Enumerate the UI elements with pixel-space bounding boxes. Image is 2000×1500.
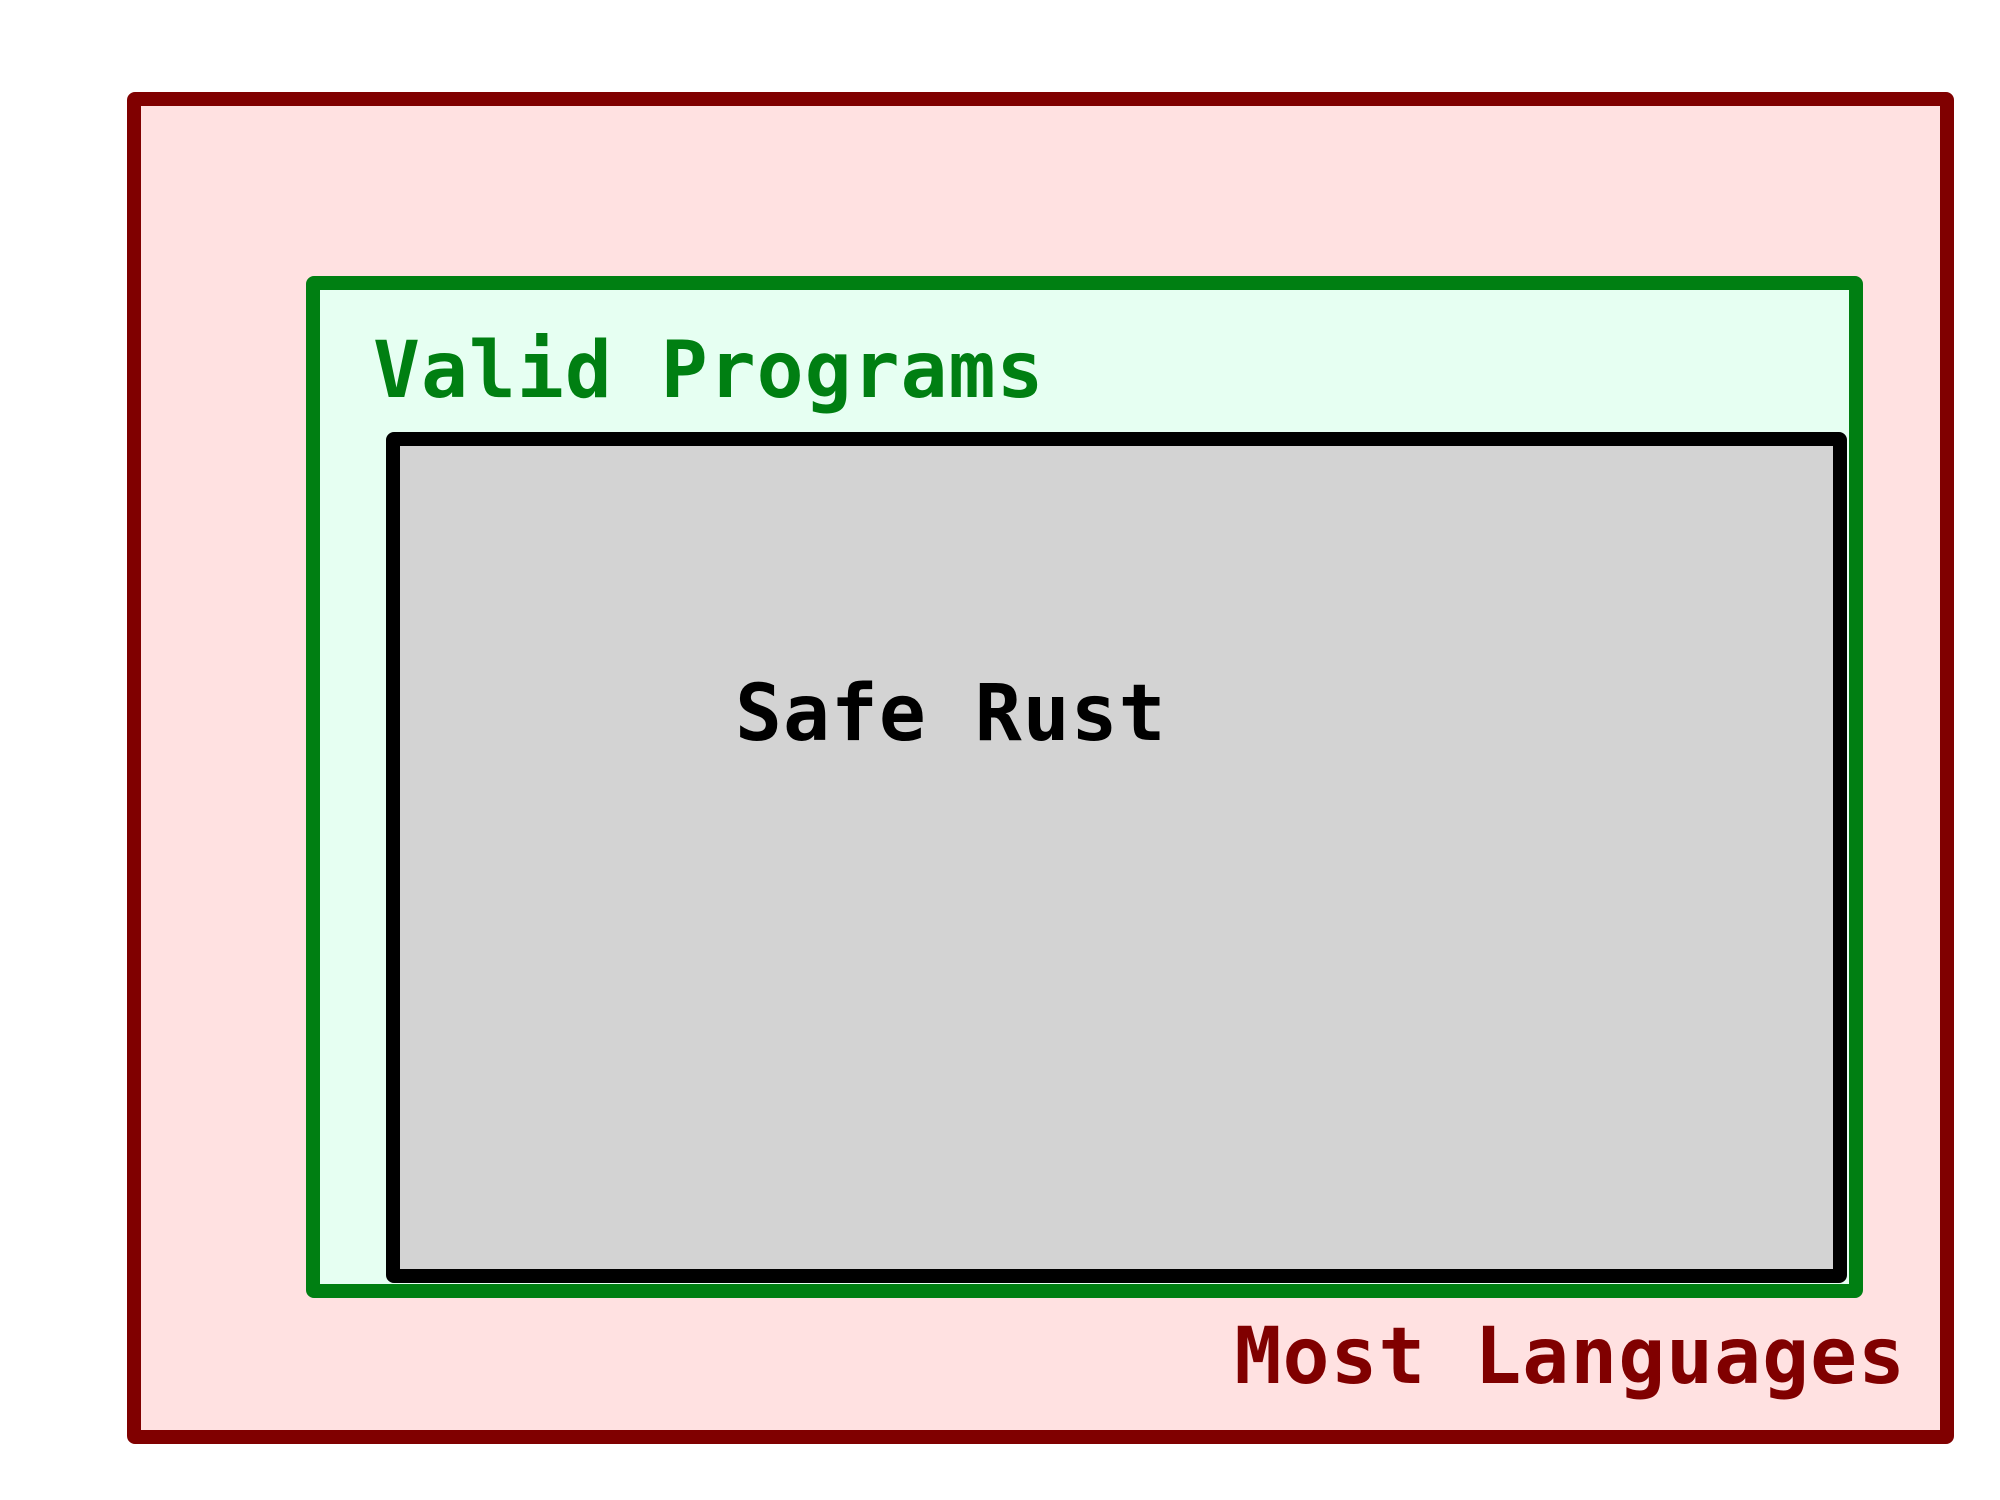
most-languages-label: Most Languages xyxy=(1234,1312,1906,1402)
safe-rust-label: Safe Rust xyxy=(735,669,1167,759)
safe-rust-region xyxy=(386,432,1847,1283)
valid-programs-label: Valid Programs xyxy=(373,326,1045,416)
